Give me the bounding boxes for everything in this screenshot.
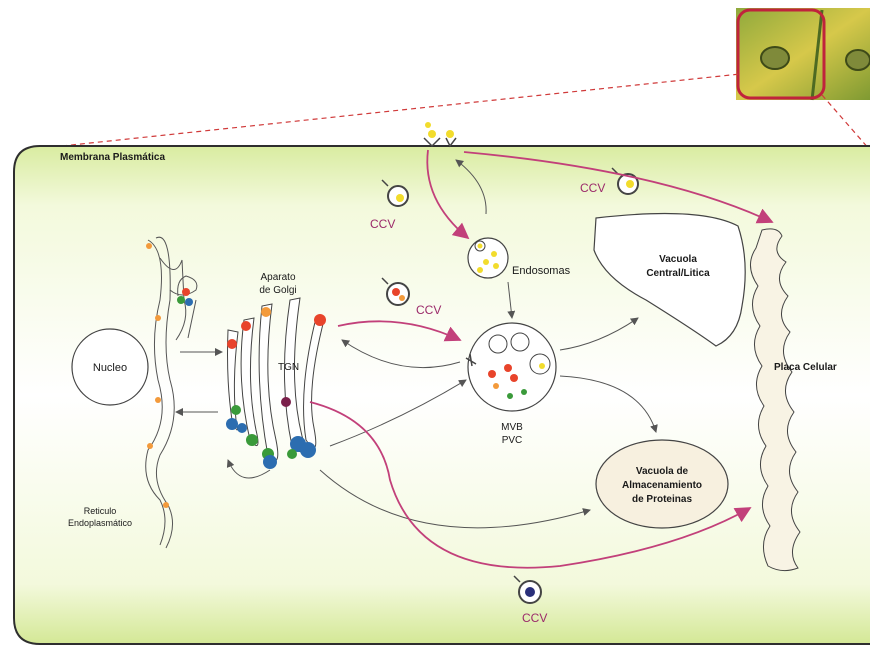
membrane-label: Membrana Plasmática <box>60 152 165 163</box>
ccv-vesicle-top <box>381 179 409 207</box>
cell-plate <box>750 228 801 572</box>
cell-plate-label: Placa Celular <box>774 362 837 373</box>
golgi-label-line2: de Golgi <box>259 285 296 296</box>
arrow-mvb-to-vacuole <box>559 317 639 351</box>
vacuole-label-line2: Central/Litica <box>646 268 710 279</box>
ccv-vesicle-bottom <box>513 575 542 604</box>
arrow-tgn-to-cell-plate <box>309 401 752 569</box>
arrow-recycle-to-membrane <box>455 159 487 215</box>
ccv-label-top: CCV <box>370 217 395 231</box>
arrow-golgi-to-mvb <box>329 379 467 447</box>
arrow-mvb-to-golgi <box>341 339 461 369</box>
arrow-golgi-to-storage <box>319 469 591 529</box>
tgn-label: TGN <box>278 362 299 373</box>
endosomes-label: Endosomas <box>512 265 571 277</box>
nucleus-label: Nucleo <box>93 362 127 374</box>
ccv-label-right: CCV <box>580 181 605 195</box>
ccv-vesicle-golgi <box>381 277 410 306</box>
storage-label-line3: de Proteinas <box>632 494 692 505</box>
arrow-golgi-to-mvb-ccv <box>337 320 462 342</box>
central-vacuole <box>593 212 746 347</box>
vacuole-label-line1: Vacuola <box>659 254 697 265</box>
ccv-vesicle-right <box>611 167 639 195</box>
golgi-apparatus <box>226 297 326 469</box>
endosome <box>467 237 509 279</box>
pvc-label: PVC <box>502 435 523 446</box>
mvb-pvc <box>465 322 557 412</box>
zoom-line-right <box>821 94 870 151</box>
arrow-mvb-to-storage <box>559 375 658 433</box>
ccv-label-bottom: CCV <box>522 611 547 625</box>
arrow-membrane-to-cell-plate <box>463 151 774 224</box>
plasma-membrane <box>13 145 870 645</box>
zoom-line-left <box>61 73 741 147</box>
storage-label-line1: Vacuola de <box>636 466 689 477</box>
endoplasmic-reticulum <box>145 236 198 549</box>
nucleus <box>71 328 149 406</box>
arrow-endosome-to-mvb <box>507 281 516 319</box>
membrane-receptors <box>423 122 457 148</box>
er-label-line2: Endoplasmático <box>68 518 132 528</box>
storage-label-line2: Almacenamiento <box>622 480 702 491</box>
er-label-line1: Reticulo <box>84 506 117 516</box>
inset-cell-photo <box>736 8 870 101</box>
inset-highlight-box <box>736 8 826 100</box>
arrow-endocytosis <box>426 149 470 240</box>
storage-vacuole <box>595 439 729 529</box>
arrow-golgi-recycle <box>226 459 271 479</box>
mvb-label: MVB <box>501 422 523 433</box>
ccv-label-golgi: CCV <box>416 303 441 317</box>
golgi-label-line1: Aparato <box>260 272 295 283</box>
